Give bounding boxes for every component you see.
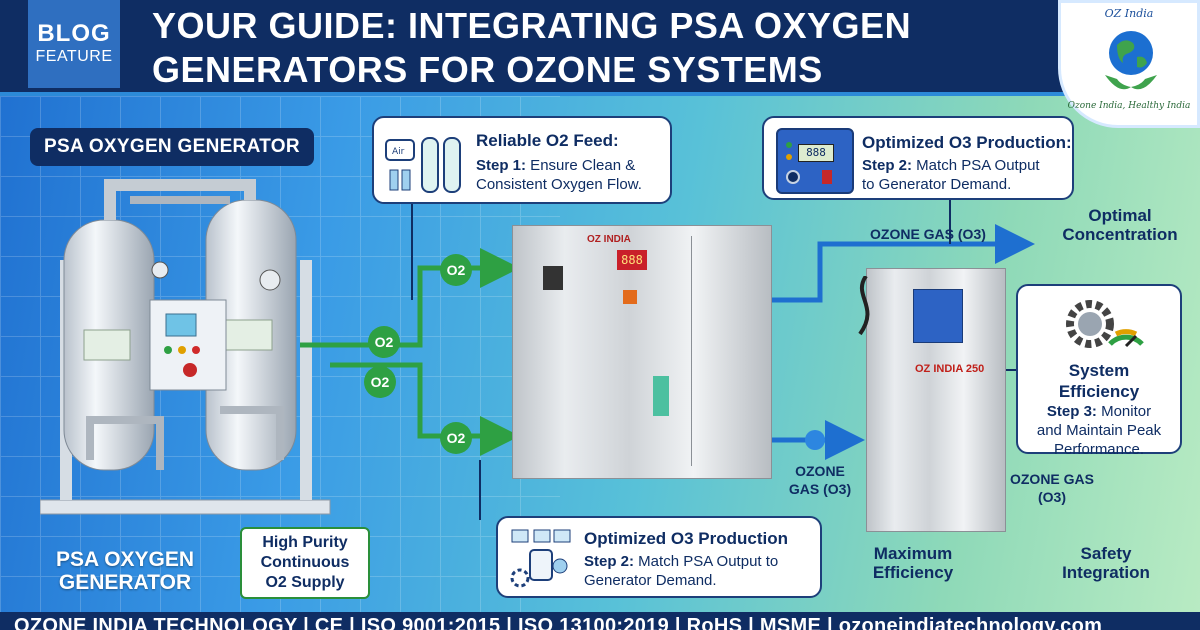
safety-line1: Safety — [1080, 544, 1132, 563]
optimized-o3-production-card-bottom: Optimized O3 Production Step 2: Match PS… — [496, 516, 822, 598]
logo-tagline: Ozone India, Healthy India — [1067, 101, 1191, 111]
page-title: YOUR GUIDE: INTEGRATING PSA OXYGEN GENER… — [152, 4, 1052, 92]
large-machine-port — [543, 266, 563, 290]
purity-line2: Continuous — [260, 554, 350, 571]
badge-line1: BLOG — [37, 20, 111, 47]
o2-marker-2: O2 — [368, 326, 400, 358]
efficiency-text-line3: Performance. — [1053, 441, 1145, 458]
ozone-gas-right-label: OZONE GAS (O3) — [1000, 470, 1104, 506]
production-top-step: Step 2: — [862, 157, 913, 174]
production-top-line2: to Generator Demand. — [862, 176, 1012, 193]
feed-card-heading: Reliable O2 Feed: — [476, 131, 619, 150]
reliable-o2-feed-card: Air Reliable O2 Feed: Step 1: Ensure Cle… — [372, 116, 672, 204]
production-bottom-text: Step 2: Match PSA Output to Generator De… — [584, 552, 778, 590]
production-bottom-heading: Optimized O3 Production — [584, 529, 789, 548]
feed-card-text-line1: Ensure Clean & — [526, 157, 636, 174]
production-top-heading: Optimized O3 Production: — [862, 133, 1072, 152]
ozone-gas-mid-label: OZONE GAS (O3) — [778, 462, 862, 498]
purity-line3: O2 Supply — [265, 574, 345, 591]
production-bottom-line2: Generator Demand. — [584, 572, 717, 589]
svg-text:Air: Air — [392, 147, 405, 157]
large-machine-brand: OZ INDIA — [587, 234, 631, 245]
production-top-text: Step 2: Match PSA Output to Generator De… — [862, 156, 1040, 194]
large-ozone-generator: OZ INDIA 888 — [512, 225, 772, 479]
safety-line2: Integration — [1062, 563, 1150, 582]
o2-marker-4: O2 — [440, 422, 472, 454]
psa-oxygen-generator-illustration — [40, 179, 331, 515]
efficiency-text-line1: Monitor — [1096, 403, 1152, 420]
large-machine-display: 888 — [617, 250, 647, 270]
o2-marker-1: O2 — [440, 254, 472, 286]
psa-bottom-line2: GENERATOR — [58, 571, 192, 594]
efficiency-heading-line2: Efficiency — [1058, 382, 1140, 401]
cabinet-divider — [691, 236, 692, 466]
optimized-o3-production-card-top: 888 Optimized O3 Production: Step 2: Mat… — [762, 116, 1074, 200]
ozone-right-line2: (O3) — [1038, 489, 1066, 505]
badge-line2: FEATURE — [35, 48, 113, 65]
max-line1: Maximum — [873, 544, 953, 563]
large-machine-switch — [623, 290, 637, 304]
ozone-mid-line2: GAS (O3) — [788, 481, 852, 497]
ozone-right-line1: OZONE GAS — [1009, 471, 1094, 487]
title-line2: GENERATORS FOR OZONE SYSTEMS — [152, 49, 823, 90]
footer-text: OZONE INDIA TECHNOLOGY | CE | ISO 9001:2… — [14, 615, 1103, 630]
panel-knob — [786, 170, 800, 184]
panel-led-green — [786, 142, 792, 148]
production-bottom-step: Step 2: — [584, 553, 635, 570]
oz-india-logo: OZ India Ozone India, Healthy India — [1058, 0, 1200, 128]
safety-integration-label: Safety Integration — [1046, 544, 1166, 582]
feed-card-step: Step 1: — [476, 157, 527, 174]
panel-display: 888 — [798, 144, 834, 162]
efficiency-text: Step 3: Monitor and Maintain Peak Perfor… — [1018, 402, 1180, 459]
optimal-line2: Concentration — [1062, 225, 1178, 244]
logo-brand: OZ India — [1104, 7, 1154, 20]
process-flow-icon — [510, 529, 571, 588]
optimal-line1: Optimal — [1088, 206, 1152, 225]
footer-bar: OZONE INDIA TECHNOLOGY | CE | ISO 9001:2… — [0, 612, 1200, 630]
max-line2: Efficiency — [872, 563, 954, 582]
panel-switch — [822, 170, 832, 184]
ozone-mid-line1: OZONE — [795, 463, 845, 479]
power-cord-icon — [858, 276, 870, 336]
purity-line1: High Purity — [262, 534, 348, 551]
system-efficiency-card: System Efficiency Step 3: Monitor and Ma… — [1016, 284, 1182, 458]
efficiency-heading-line1: System — [1068, 361, 1130, 380]
header-bar — [0, 0, 1200, 96]
psa-bottom-line1: PSA OXYGEN — [55, 548, 195, 571]
efficiency-text-line2: and Maintain Peak — [1036, 422, 1162, 439]
production-top-line1: Match PSA Output — [912, 157, 1040, 174]
small-ozone-generator: OZ INDIA 250 — [866, 268, 1006, 532]
high-purity-callout: High Purity Continuous O2 Supply — [240, 527, 370, 599]
psa-generator-label: PSA OXYGEN GENERATOR — [30, 128, 314, 166]
control-panel-icon: 888 — [776, 128, 854, 194]
small-machine-brand: OZ INDIA 250 — [915, 363, 985, 375]
large-machine-sticker — [653, 376, 669, 416]
globe-hands-icon — [1105, 31, 1157, 90]
panel-led-amber — [786, 154, 792, 160]
blog-feature-badge: BLOG FEATURE — [28, 0, 120, 88]
production-bottom-line1: Match PSA Output to — [634, 553, 779, 570]
feed-card-text: Step 1: Ensure Clean & Consistent Oxygen… — [476, 156, 642, 194]
ozone-gas-top-label: OZONE GAS (O3) — [870, 226, 986, 242]
o2-marker-3: O2 — [364, 366, 396, 398]
title-line1: YOUR GUIDE: INTEGRATING PSA OXYGEN — [152, 5, 912, 46]
optimal-concentration-label: Optimal Concentration — [1050, 206, 1190, 244]
efficiency-step: Step 3: — [1046, 403, 1097, 420]
psa-generator-bottom-label: PSA OXYGEN GENERATOR — [40, 548, 210, 594]
small-machine-panel — [913, 289, 963, 343]
oxygen-tanks-icon: Air — [385, 137, 461, 193]
feed-card-text-line2: Consistent Oxygen Flow. — [476, 176, 642, 193]
gear-gauge-icon — [1066, 300, 1144, 348]
efficiency-heading: System Efficiency — [1018, 360, 1180, 402]
maximum-efficiency-label: Maximum Efficiency — [858, 544, 968, 582]
